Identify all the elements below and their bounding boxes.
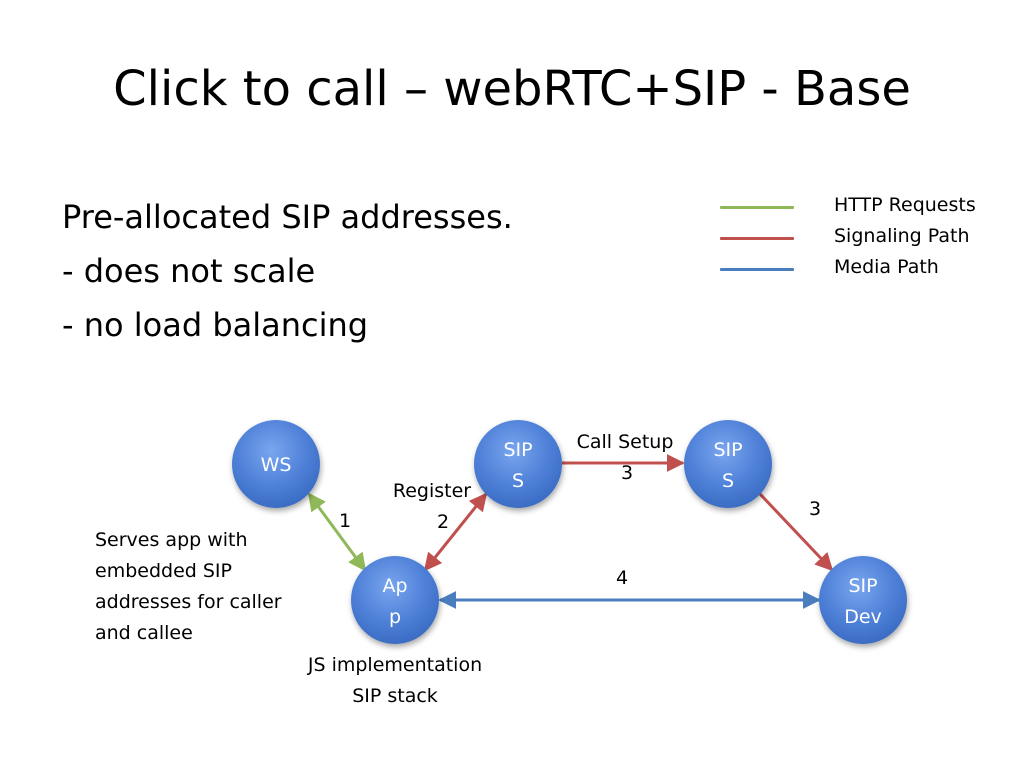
ws-note: Serves app with embedded SIP addresses f…	[95, 525, 282, 649]
ws-note-line-1: Serves app with	[95, 529, 248, 551]
node-app-line2: p	[389, 606, 401, 628]
node-sip-server-1-line2: S	[512, 470, 524, 492]
node-app-line1: Ap	[382, 575, 407, 597]
edge-label-register-step: 2	[437, 511, 449, 533]
slide-subtitle: Pre-allocated SIP addresses. - does not …	[62, 190, 513, 352]
node-sip-device-line2: Dev	[844, 606, 882, 628]
subtitle-line-1: Pre-allocated SIP addresses.	[62, 198, 513, 236]
node-sip-server-2-line2: S	[722, 470, 734, 492]
app-note: JS implementation SIP stack	[290, 650, 500, 712]
node-sip-device: SIP Dev	[819, 556, 907, 644]
legend-swatch-signaling	[720, 237, 794, 240]
legend-label-signaling: Signaling Path	[834, 225, 970, 247]
legend-label-http: HTTP Requests	[834, 194, 976, 216]
edge-label-sip-device: 3	[809, 498, 821, 520]
app-note-line-1: JS implementation	[307, 654, 483, 676]
legend-swatch-http	[720, 206, 794, 209]
node-sip-server-1-line1: SIP	[503, 439, 532, 461]
ws-note-line-2: embedded SIP	[95, 560, 232, 582]
edge-label-http: 1	[339, 510, 351, 532]
node-ws-label: WS	[261, 454, 292, 476]
ws-note-line-3: addresses for caller	[95, 591, 282, 613]
edge-register-app-sip1	[423, 492, 488, 572]
legend-label-media: Media Path	[834, 256, 939, 278]
edge-label-media: 4	[616, 567, 628, 589]
node-sip-server-1: SIP S	[474, 420, 562, 508]
edge-label-call-setup: Call Setup	[577, 431, 674, 453]
app-note-line-2: SIP stack	[352, 685, 438, 707]
node-app: Ap p	[351, 556, 439, 644]
edge-sip2-dev	[758, 492, 834, 572]
node-sip-server-2-line1: SIP	[713, 439, 742, 461]
ws-note-line-4: and callee	[95, 622, 193, 644]
edge-label-register: Register	[393, 480, 471, 502]
node-ws: WS	[232, 420, 320, 508]
legend-item-media: Media Path	[718, 256, 1008, 287]
legend: HTTP Requests Signaling Path Media Path	[718, 194, 1008, 287]
node-sip-server-2: SIP S	[684, 420, 772, 508]
edge-http-ws-app	[307, 492, 367, 572]
legend-swatch-media	[720, 268, 794, 271]
node-sip-device-line1: SIP	[848, 575, 877, 597]
legend-item-http: HTTP Requests	[718, 194, 1008, 225]
edge-label-call-setup-step: 3	[621, 462, 633, 484]
subtitle-line-2: - does not scale	[62, 252, 316, 290]
subtitle-line-3: - no load balancing	[62, 306, 369, 344]
slide-title: Click to call – webRTC+SIP - Base	[113, 61, 911, 117]
legend-item-signaling: Signaling Path	[718, 225, 1008, 256]
